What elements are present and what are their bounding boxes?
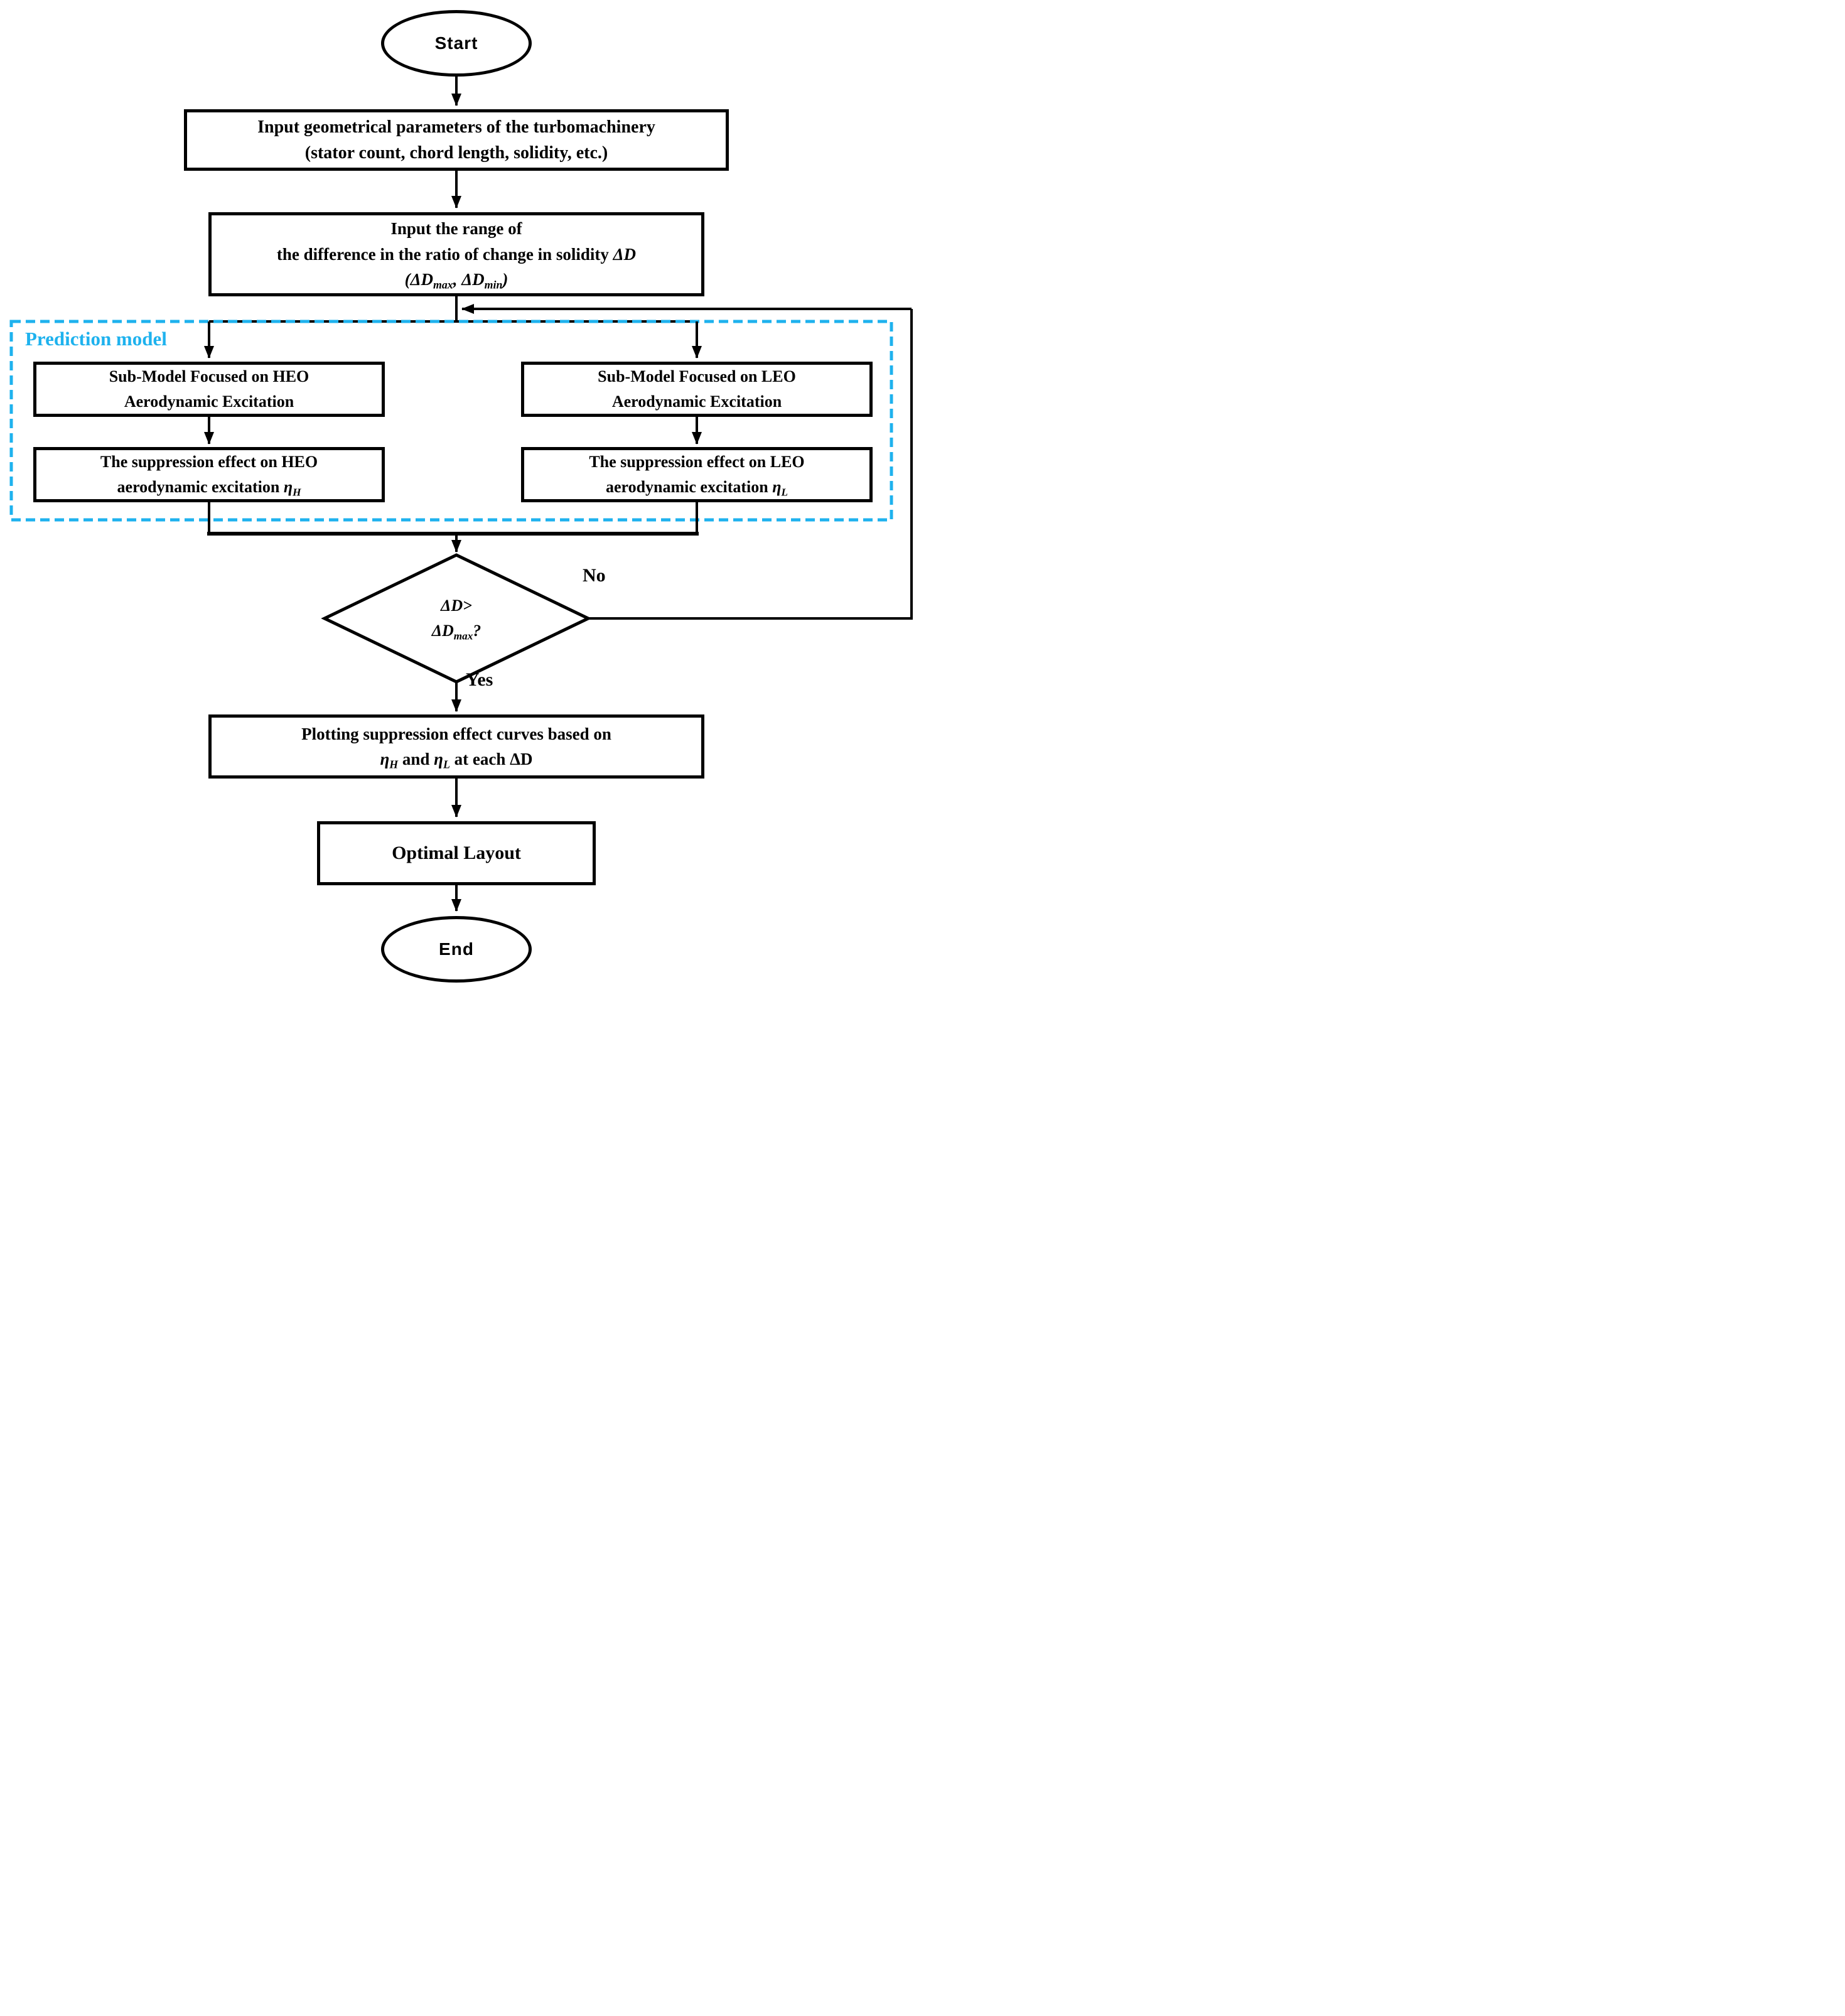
plotting-eta-l-subscript: L <box>443 758 450 771</box>
end-label: End <box>439 939 474 959</box>
start-node: Start <box>381 10 532 77</box>
input-range-line3-sub-min: min <box>484 278 503 291</box>
decision-node-text: ΔD> ΔDmax? <box>356 591 557 645</box>
input-params-line2: (stator count, chord length, solidity, e… <box>304 143 608 163</box>
optimal-layout-node: Optimal Layout <box>317 821 596 885</box>
submodel-leo-node: Sub-Model Focused on LEO Aerodynamic Exc… <box>521 362 873 417</box>
prediction-model-label: Prediction model <box>25 328 167 350</box>
input-range-node: Input the range of the difference in the… <box>208 212 704 296</box>
input-range-line2: the difference in the ratio of change in… <box>277 242 636 267</box>
suppression-leo-line2-text: aerodynamic excitation <box>605 478 773 496</box>
plotting-line2-mid: and <box>398 750 434 768</box>
prediction-model-region-border <box>9 320 893 522</box>
decision-line2-main: ΔD <box>431 622 454 640</box>
decision-line2: ΔDmax? <box>432 618 481 644</box>
input-range-line1: Input the range of <box>390 219 522 239</box>
suppression-heo-line2-text: aerodynamic excitation <box>117 478 284 496</box>
suppression-leo-line2: aerodynamic excitation ηL <box>606 475 788 500</box>
suppression-leo-node: The suppression effect on LEO aerodynami… <box>521 447 873 502</box>
decision-question-mark: ? <box>473 622 481 640</box>
input-range-line2-text: the difference in the ratio of change in… <box>276 244 613 264</box>
decision-line2-sub: max <box>453 630 473 642</box>
input-range-line3-open: (ΔD <box>404 270 434 289</box>
start-label: Start <box>434 33 478 53</box>
eta-l-symbol: η <box>772 478 782 496</box>
flowchart: Start Input geometrical parameters of th… <box>0 0 923 1008</box>
suppression-leo-line1: The suppression effect on LEO <box>589 453 805 472</box>
edge-no-loop <box>588 309 913 620</box>
input-params-node: Input geometrical parameters of the turb… <box>184 109 729 171</box>
optimal-layout-label: Optimal Layout <box>392 843 521 863</box>
connector-layer <box>9 75 913 912</box>
submodel-leo-line2: Aerodynamic Excitation <box>611 392 782 411</box>
submodel-heo-node: Sub-Model Focused on HEO Aerodynamic Exc… <box>33 362 385 417</box>
plotting-line2-tail: at each ΔD <box>449 750 533 768</box>
input-range-delta-d-symbol: ΔD <box>613 244 637 264</box>
yes-edge-label: Yes <box>466 669 493 690</box>
input-range-line3-close: ) <box>502 270 508 289</box>
submodel-heo-line2: Aerodynamic Excitation <box>124 392 294 411</box>
input-range-line3-mid: , ΔD <box>453 270 485 289</box>
input-range-line3-sub-max: max <box>433 278 453 291</box>
submodel-heo-line1: Sub-Model Focused on HEO <box>109 367 309 386</box>
no-edge-label: No <box>583 565 606 586</box>
input-params-line1: Input geometrical parameters of the turb… <box>257 117 655 137</box>
eta-h-symbol: η <box>283 478 293 496</box>
suppression-heo-line2: aerodynamic excitation ηH <box>117 475 301 500</box>
plotting-line1: Plotting suppression effect curves based… <box>301 724 611 743</box>
plotting-node: Plotting suppression effect curves based… <box>208 714 704 779</box>
eta-l-subscript: L <box>781 486 788 499</box>
submodel-leo-line1: Sub-Model Focused on LEO <box>598 367 796 386</box>
plotting-eta-h-symbol: η <box>380 750 390 768</box>
suppression-heo-node: The suppression effect on HEO aerodynami… <box>33 447 385 502</box>
decision-line1: ΔD> <box>441 596 472 615</box>
eta-h-subscript: H <box>293 486 301 499</box>
plotting-eta-h-subscript: H <box>389 758 399 771</box>
suppression-heo-line1: The suppression effect on HEO <box>100 453 318 472</box>
end-node: End <box>381 916 532 983</box>
plotting-line2: ηH and ηL at each ΔD <box>380 747 532 772</box>
plotting-eta-l-symbol: η <box>434 750 443 768</box>
input-range-line3: (ΔDmax, ΔDmin) <box>405 267 508 293</box>
